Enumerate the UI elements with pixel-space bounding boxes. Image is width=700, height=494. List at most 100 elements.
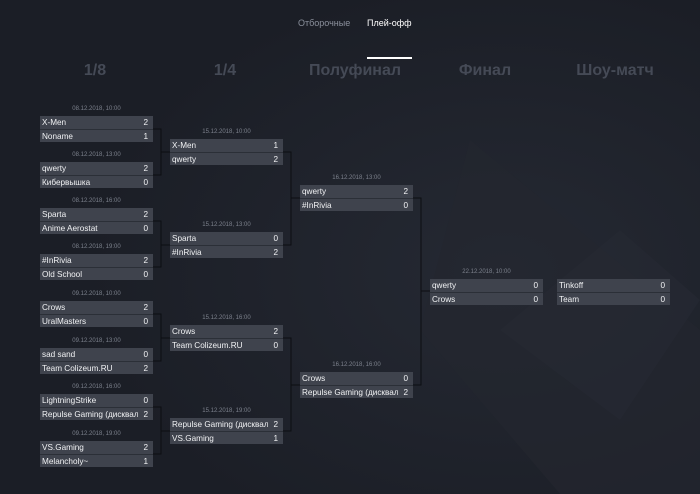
team-score: 0 [143, 317, 148, 326]
team-score: 2 [273, 248, 278, 257]
team-name: #InRivia [42, 256, 72, 265]
team-row[interactable]: Repulse Gaming (дисквалификация)2 [300, 385, 413, 398]
team-name: sad sand [42, 350, 76, 359]
team-name: Repulse Gaming (дисквалификация) [302, 388, 398, 397]
team-row[interactable]: Repulse Gaming (дисквалификация)2 [40, 407, 153, 420]
team-row[interactable]: sad sand 0 [40, 348, 153, 361]
team-name: Кибервышка [42, 178, 91, 187]
match-r1-8[interactable]: 09.12.2018, 19:00 VS.Gaming 2 Melancholy~… [40, 431, 153, 467]
team-row[interactable]: Кибервышка 0 [40, 175, 153, 188]
match-date: 09.12.2018, 13:00 [72, 338, 121, 344]
team-name: qwerty [172, 155, 197, 164]
team-score: 0 [660, 295, 665, 304]
team-score: 2 [143, 410, 148, 419]
round-title-r5: Шоу-матч [576, 62, 654, 79]
match-date: 16.12.2018, 13:00 [332, 175, 381, 181]
team-score: 0 [403, 374, 408, 383]
tab-qualifiers[interactable]: Отборочные [298, 18, 351, 28]
team-score: 0 [403, 201, 408, 210]
team-score: 2 [143, 443, 148, 452]
team-score: 0 [143, 270, 148, 279]
team-score: 0 [143, 178, 148, 187]
team-score: 0 [533, 281, 538, 290]
team-score: 2 [143, 210, 148, 219]
team-score: 0 [143, 350, 148, 359]
match-r2-4[interactable]: 15.12.2018, 19:00 Repulse Gaming (дисква… [170, 408, 283, 444]
match-date: 09.12.2018, 10:00 [72, 291, 121, 297]
team-row[interactable]: #InRivia 2 [170, 245, 283, 258]
team-row[interactable]: UralMasters 0 [40, 314, 153, 327]
team-score: 0 [143, 396, 148, 405]
match-date: 09.12.2018, 16:00 [72, 384, 121, 390]
team-name: VS.Gaming [42, 443, 84, 452]
team-row[interactable]: #InRivia 2 [40, 254, 153, 267]
team-name: UralMasters [42, 317, 87, 326]
team-row[interactable]: Crows 0 [430, 292, 543, 305]
tab-playoff-label: Плей-офф [367, 18, 412, 28]
team-name: Melancholy~ [42, 457, 89, 466]
team-row[interactable]: Melancholy~1 [40, 454, 153, 467]
team-row[interactable]: VS.Gaming 1 [170, 431, 283, 444]
active-tab-indicator [367, 57, 412, 59]
round-title-r4: Финал [458, 62, 512, 79]
team-name: Crows [172, 327, 196, 336]
team-row[interactable]: VS.Gaming 2 [40, 441, 153, 454]
team-row[interactable]: qwerty 0 [430, 279, 543, 292]
team-name: qwerty [432, 281, 457, 290]
team-name: X-Men [42, 118, 67, 127]
team-score: 2 [143, 256, 148, 265]
team-name: Team Colizeum.RU [42, 364, 113, 373]
match-date: 09.12.2018, 19:00 [72, 431, 121, 437]
match-date: 15.12.2018, 13:00 [202, 222, 251, 228]
team-name: Tinkoff [559, 281, 584, 290]
tab-playoff[interactable]: Плей-офф [367, 18, 412, 59]
team-row[interactable]: Repulse Gaming (дисквалификация)2 [170, 418, 283, 431]
team-score: 0 [533, 295, 538, 304]
round-title-r1: 1/8 [83, 62, 107, 79]
team-name: #InRivia [302, 201, 332, 210]
team-name: Crows [432, 295, 456, 304]
team-name: Anime Aerostat [42, 224, 98, 233]
team-score: 1 [273, 141, 278, 150]
team-row[interactable]: #InRivia 0 [300, 198, 413, 211]
round-title-r3: Полуфинал [308, 62, 402, 79]
match-r1-6[interactable]: 09.12.2018, 13:00 sad sand 0 Team Colizeu… [40, 338, 153, 374]
team-score: 1 [273, 434, 278, 443]
match-date: 15.12.2018, 16:00 [202, 315, 251, 321]
match-date: 15.12.2018, 10:00 [202, 129, 251, 135]
team-name: #InRivia [172, 248, 202, 257]
match-date: 08.12.2018, 10:00 [72, 106, 121, 112]
team-name: VS.Gaming [172, 434, 214, 443]
